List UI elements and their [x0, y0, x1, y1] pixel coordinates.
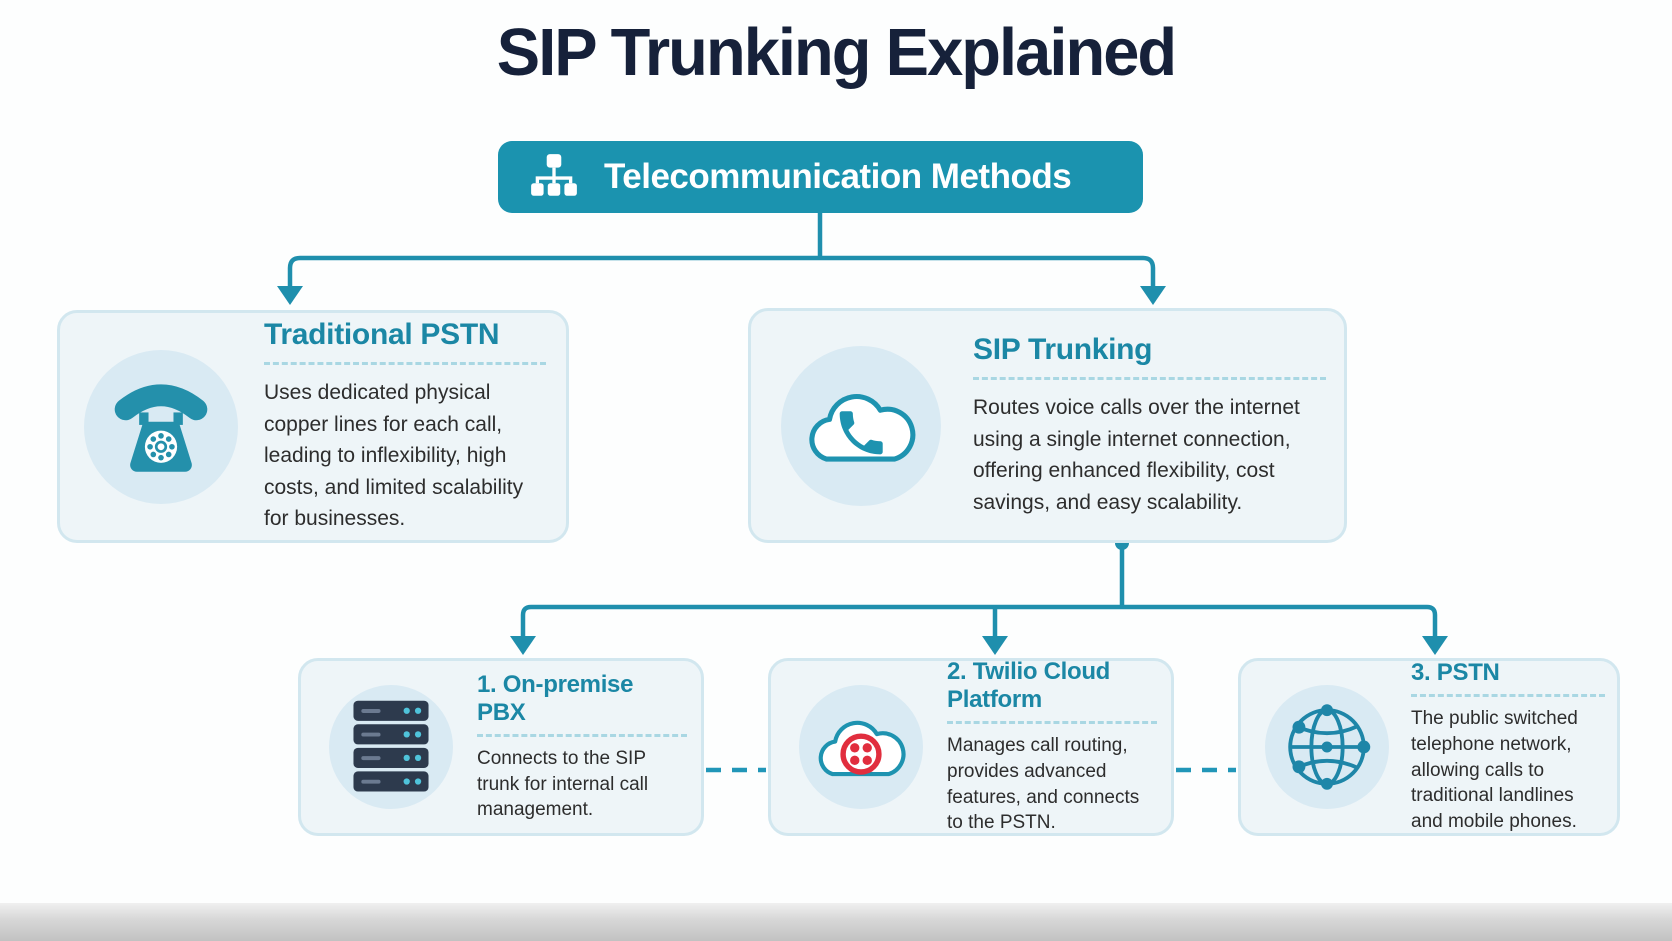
- node-card-pstn: 3. PSTN The public switched telephone ne…: [1238, 658, 1620, 836]
- node-heading: SIP Trunking: [973, 333, 1153, 366]
- banner-telecommunication-methods: Telecommunication Methods: [498, 141, 1143, 213]
- node-body: Routes voice calls over the internet usi…: [973, 396, 1300, 514]
- node-card-traditional-pstn: Traditional PSTN Uses dedicated physical…: [57, 310, 569, 543]
- heading-separator: [973, 377, 1326, 380]
- rotary-phone-icon: [84, 349, 238, 504]
- server-rack-icon: [329, 685, 453, 809]
- page-title: SIP Trunking Explained: [496, 15, 1177, 90]
- node-heading: 2. Twilio Cloud Platform: [947, 657, 1111, 713]
- edge-top-split: [287, 255, 1156, 288]
- arrowhead-pbx: [510, 636, 536, 655]
- node-card-sip-trunking: SIP Trunking Routes voice calls over the…: [748, 308, 1347, 543]
- globe-network-icon: [1265, 685, 1389, 809]
- banner-label: Telecommunication Methods: [604, 157, 1072, 196]
- arrowhead-pstn: [1422, 636, 1448, 655]
- edge-bottom-split: [520, 604, 1438, 640]
- arrowhead-sip: [1140, 286, 1166, 305]
- sitemap-icon: [531, 154, 577, 196]
- node-body: Manages call routing, provides advanced …: [947, 734, 1140, 834]
- node-body: The public switched telephone network, a…: [1411, 707, 1578, 833]
- node-card-on-premise-pbx: 1. On-premise PBX Connects to the SIP tr…: [298, 658, 704, 836]
- heading-separator: [477, 733, 687, 737]
- arrowhead-twilio: [982, 636, 1008, 655]
- heading-separator: [1411, 693, 1605, 697]
- arrowhead-traditional: [277, 286, 303, 305]
- node-heading: 3. PSTN: [1411, 658, 1500, 686]
- node-body: Uses dedicated physical copper lines for…: [264, 381, 524, 531]
- bottom-gray-strip: [0, 903, 1672, 941]
- node-card-twilio-cloud-platform: 2. Twilio Cloud Platform Manages call ro…: [768, 658, 1174, 836]
- twilio-cloud-icon: [799, 685, 923, 809]
- heading-separator: [264, 362, 546, 366]
- node-heading: Traditional PSTN: [264, 318, 500, 352]
- heading-separator: [947, 720, 1157, 724]
- cloud-phone-icon: [781, 345, 941, 506]
- node-body: Connects to the SIP trunk for internal c…: [477, 747, 649, 821]
- node-heading: 1. On-premise PBX: [477, 670, 634, 726]
